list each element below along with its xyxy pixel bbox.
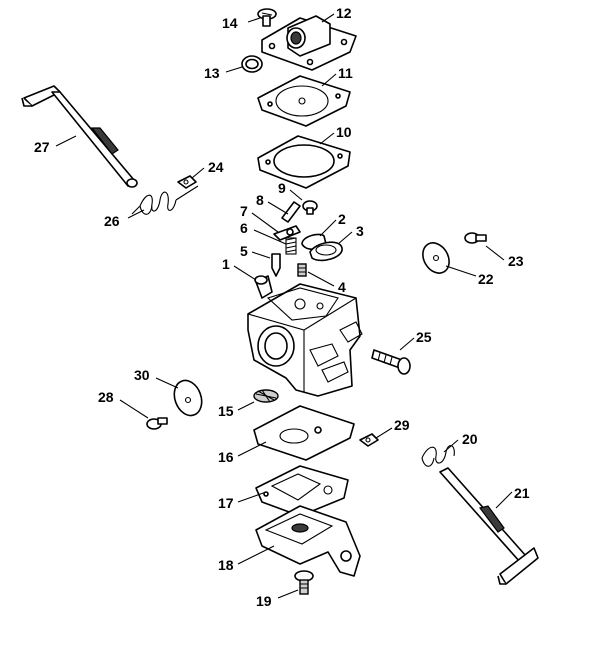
label-28: 28 — [98, 389, 114, 405]
part-18-cover — [255, 505, 361, 577]
part-1-plug — [254, 275, 273, 299]
label-24: 24 — [208, 159, 224, 175]
label-2: 2 — [338, 211, 346, 227]
label-9: 9 — [278, 180, 286, 196]
label-14: 14 — [222, 15, 238, 31]
label-11: 11 — [338, 65, 353, 81]
part-labels: 14 12 13 11 10 27 24 26 9 8 7 6 2 3 5 1 … — [34, 5, 530, 609]
part-19-screw — [294, 570, 314, 595]
part-24-clip — [177, 175, 197, 189]
part-3-seal — [309, 241, 343, 262]
part-4-spring — [297, 263, 307, 277]
label-20: 20 — [462, 431, 478, 447]
label-13: 13 — [204, 65, 220, 81]
label-16: 16 — [218, 449, 234, 465]
part-16-diaphragm — [253, 405, 355, 461]
label-10: 10 — [336, 124, 352, 140]
label-27: 27 — [34, 139, 50, 155]
label-5: 5 — [240, 243, 248, 259]
part-21-choke-shaft — [439, 467, 539, 585]
label-15: 15 — [218, 403, 234, 419]
part-17-gasket — [255, 465, 349, 517]
part-14-screw — [257, 8, 277, 27]
part-11-diaphragm — [257, 75, 351, 127]
part-22-throttle-plate — [422, 242, 450, 274]
part-9-screw — [302, 200, 318, 215]
label-1: 1 — [222, 256, 230, 272]
part-30-choke-plate — [173, 379, 203, 417]
label-29: 29 — [394, 417, 410, 433]
label-21: 21 — [514, 485, 530, 501]
label-4: 4 — [338, 279, 346, 295]
part-6-spring — [285, 237, 297, 255]
part-28-screw — [146, 417, 168, 430]
label-3: 3 — [356, 223, 364, 239]
leader-lines — [55, 13, 513, 599]
label-12: 12 — [336, 5, 352, 21]
label-6: 6 — [240, 220, 248, 236]
part-8-pin — [281, 201, 301, 223]
label-18: 18 — [218, 557, 234, 573]
label-22: 22 — [478, 271, 494, 287]
carburetor-body — [247, 283, 363, 397]
part-26-spring — [131, 185, 199, 215]
part-13-oring — [241, 55, 263, 73]
part-10-gasket — [257, 135, 351, 189]
label-25: 25 — [416, 329, 432, 345]
label-26: 26 — [104, 213, 120, 229]
part-12-cover — [261, 15, 357, 71]
part-23-screw — [464, 232, 487, 244]
label-17: 17 — [218, 495, 234, 511]
part-15-screen — [253, 389, 279, 403]
part-27-throttle-shaft — [21, 85, 138, 188]
label-7: 7 — [240, 203, 248, 219]
part-25-adjusting-screw — [371, 349, 411, 375]
part-29-clip — [359, 433, 379, 447]
label-19: 19 — [256, 593, 272, 609]
part-7-lever — [273, 225, 301, 241]
label-8: 8 — [256, 192, 264, 208]
part-20-spring — [421, 445, 455, 467]
label-23: 23 — [508, 253, 524, 269]
label-30: 30 — [134, 367, 150, 383]
part-5-needle — [271, 253, 281, 277]
